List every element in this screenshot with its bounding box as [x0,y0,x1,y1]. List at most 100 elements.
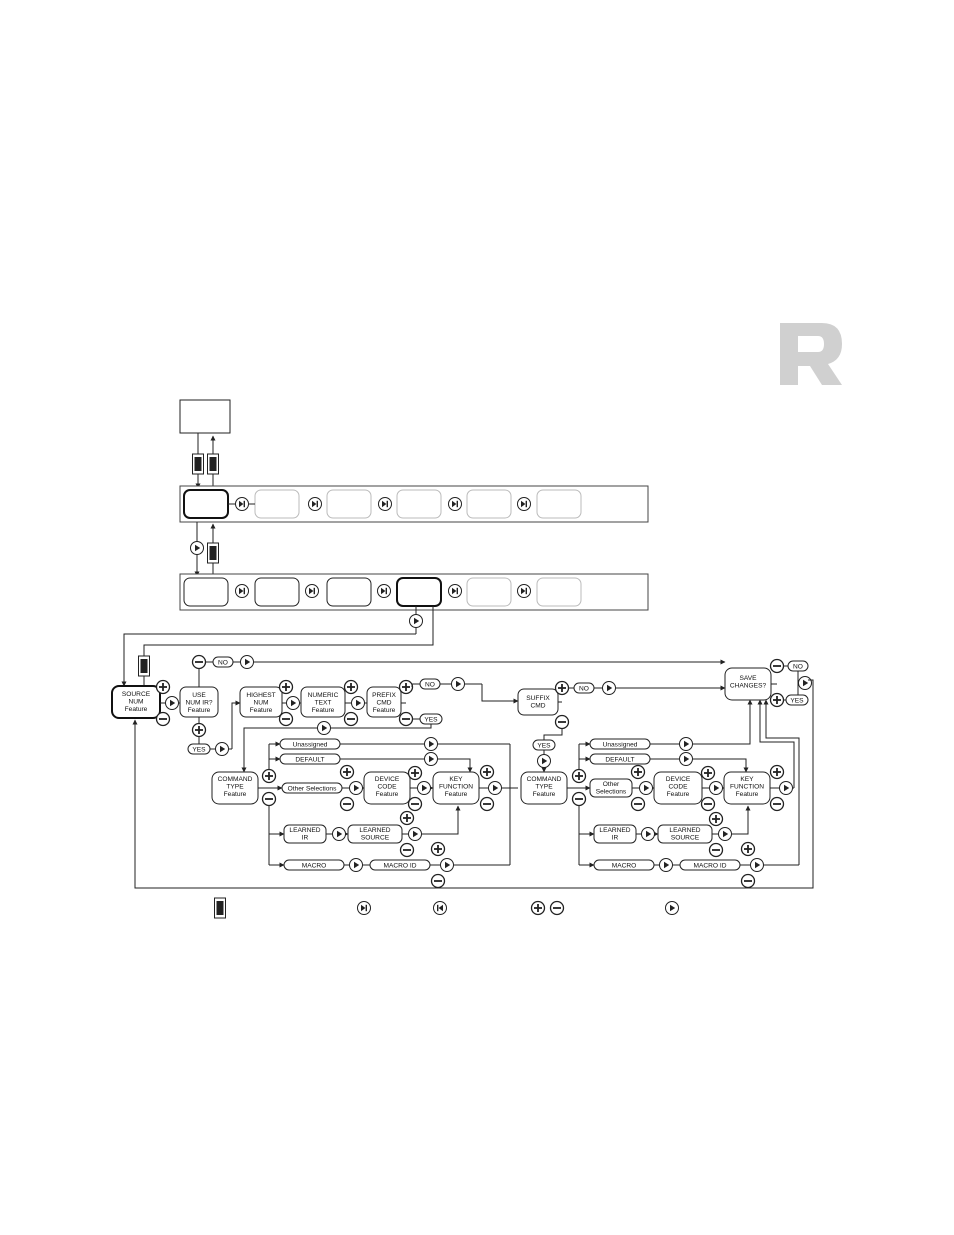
plus-icon[interactable] [769,764,785,780]
play-icon[interactable] [750,858,764,872]
minus-icon[interactable] [399,842,415,858]
play-icon[interactable] [240,655,254,669]
play-icon[interactable] [349,858,363,872]
play-icon[interactable] [798,676,812,690]
plus-icon[interactable] [191,722,207,738]
source-num-node[interactable] [111,685,161,719]
play-icon[interactable] [332,827,346,841]
plus-icon[interactable] [399,810,415,826]
next-track-icon[interactable] [448,584,462,598]
next-track-icon[interactable] [308,497,322,511]
play-icon[interactable] [451,677,465,691]
play-icon[interactable] [190,541,204,555]
next-track-icon[interactable] [305,584,319,598]
minus-icon[interactable] [769,796,785,812]
minus-icon[interactable] [571,791,587,807]
plus-icon[interactable] [479,764,495,780]
play-icon[interactable] [408,827,422,841]
plus-icon[interactable] [261,768,277,784]
minus-icon[interactable] [630,796,646,812]
plus-icon[interactable] [155,679,171,695]
menu-item[interactable] [326,489,372,519]
edit-key-icon[interactable] [207,542,219,564]
play-icon[interactable] [679,752,693,766]
next-track-icon[interactable] [378,497,392,511]
plus-icon[interactable] [630,764,646,780]
no-label: NO [218,660,228,667]
minus-icon[interactable] [191,654,207,670]
play-icon[interactable] [351,696,365,710]
plus-icon[interactable] [430,841,446,857]
menu-item[interactable] [466,489,512,519]
play-icon[interactable] [409,614,423,628]
next-track-icon[interactable] [235,497,249,511]
next-track-icon[interactable] [448,497,462,511]
plus-icon[interactable] [407,765,423,781]
highest-num-node[interactable] [239,686,283,718]
plus-icon[interactable] [740,841,756,857]
play-icon[interactable] [317,721,331,735]
minus-icon[interactable] [343,711,359,727]
plus-icon[interactable] [571,768,587,784]
plus-icon[interactable] [700,765,716,781]
minus-icon[interactable] [155,711,171,727]
edit-key-icon[interactable] [192,453,204,475]
plus-icon[interactable] [339,764,355,780]
plus-icon[interactable] [343,679,359,695]
play-icon[interactable] [488,781,502,795]
minus-icon[interactable] [769,658,785,674]
plus-icon[interactable] [398,679,414,695]
prefix-cmd-node[interactable] [366,686,402,718]
menu-item[interactable] [183,577,229,607]
minus-icon[interactable] [398,711,414,727]
menu-item[interactable] [254,577,300,607]
menu-item[interactable] [536,577,582,607]
plus-icon[interactable] [769,692,785,708]
play-icon[interactable] [165,696,179,710]
menu-item[interactable] [536,489,582,519]
play-icon[interactable] [349,781,363,795]
menu-item[interactable] [326,577,372,607]
next-track-icon[interactable] [517,497,531,511]
minus-icon[interactable] [554,714,570,730]
menu-item-active[interactable] [183,489,229,519]
play-icon[interactable] [286,696,300,710]
play-icon[interactable] [709,781,723,795]
play-icon[interactable] [639,781,653,795]
plus-icon[interactable] [554,680,570,696]
menu-item[interactable] [254,489,300,519]
edit-key-icon[interactable] [207,453,219,475]
play-icon[interactable] [779,781,793,795]
edit-key-icon[interactable] [138,655,150,677]
play-icon[interactable] [718,827,732,841]
next-track-icon[interactable] [377,584,391,598]
minus-icon[interactable] [261,791,277,807]
play-icon[interactable] [417,781,431,795]
minus-icon[interactable] [700,796,716,812]
play-icon[interactable] [424,737,438,751]
next-track-icon[interactable] [517,584,531,598]
minus-icon[interactable] [278,711,294,727]
minus-icon[interactable] [430,873,446,889]
yes-pill[interactable] [785,694,809,706]
play-icon[interactable] [602,681,616,695]
play-icon[interactable] [424,752,438,766]
minus-icon[interactable] [740,873,756,889]
play-icon[interactable] [679,737,693,751]
play-icon[interactable] [440,858,454,872]
plus-icon[interactable] [708,811,724,827]
play-icon[interactable] [215,742,229,756]
play-icon[interactable] [659,858,673,872]
play-icon[interactable] [537,754,551,768]
menu-item[interactable] [396,489,442,519]
minus-icon[interactable] [708,842,724,858]
menu-item-active[interactable] [396,577,442,607]
numeric-text-node[interactable] [300,686,346,718]
minus-icon[interactable] [339,796,355,812]
next-track-icon[interactable] [235,584,249,598]
minus-icon[interactable] [479,796,495,812]
minus-icon[interactable] [407,796,423,812]
menu-item[interactable] [466,577,512,607]
plus-icon[interactable] [278,679,294,695]
play-icon[interactable] [641,827,655,841]
